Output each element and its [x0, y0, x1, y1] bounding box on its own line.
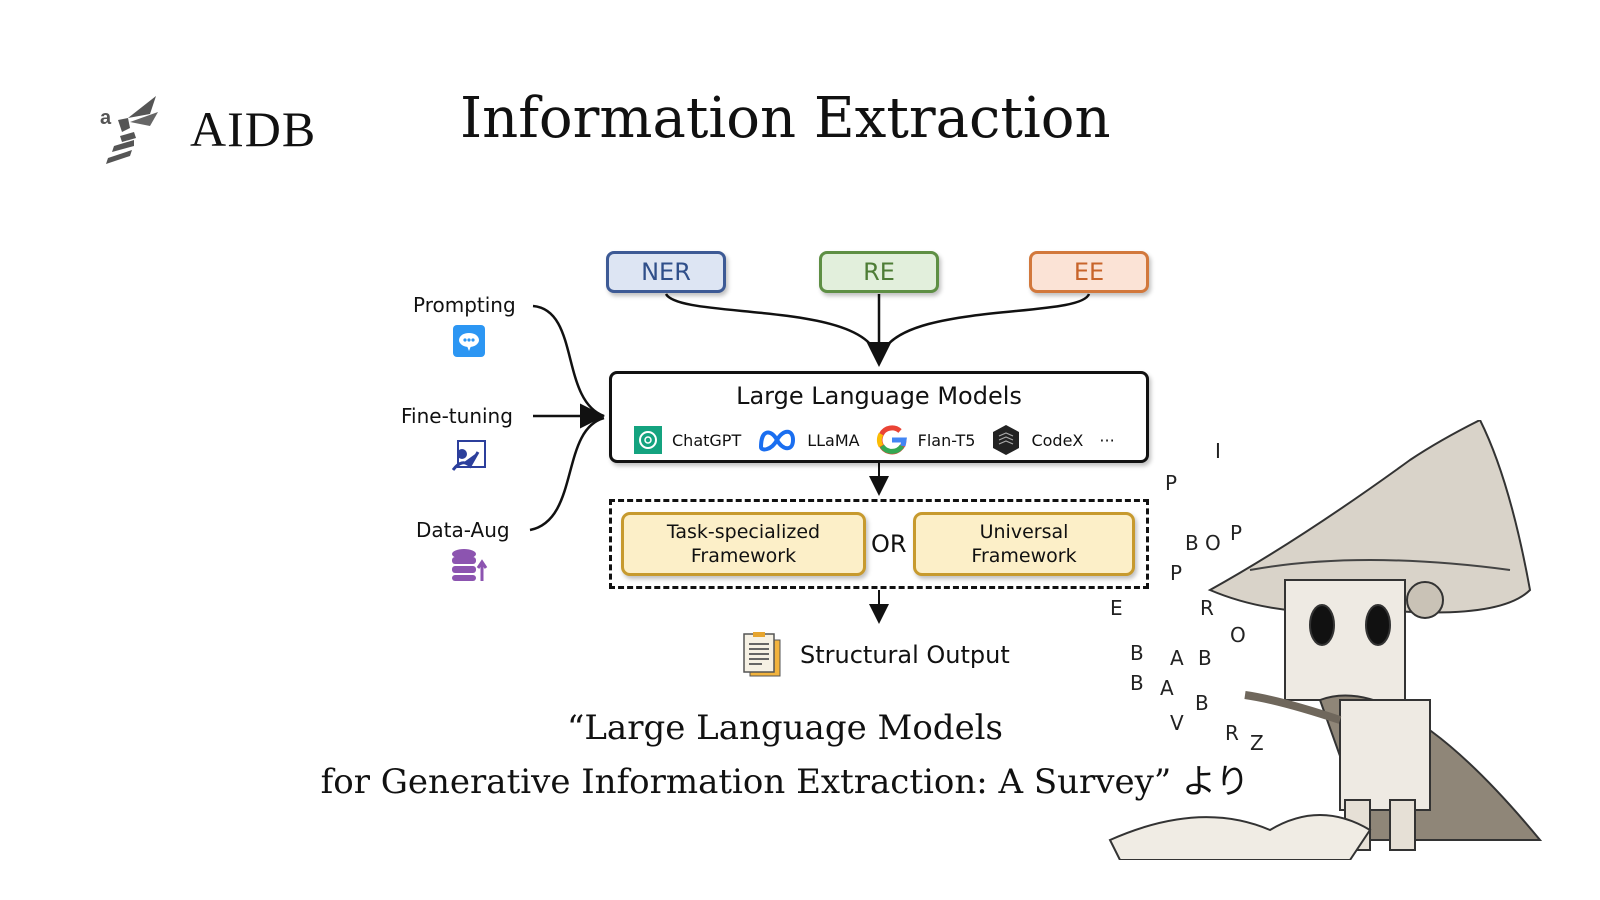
framework-label-line: Task-specialized [666, 521, 821, 543]
or-label: OR [871, 530, 907, 558]
method-data-aug: Data-Aug [416, 518, 510, 542]
database-up-icon [451, 548, 489, 586]
method-finetuning: Fine-tuning [401, 404, 513, 428]
svg-text:B: B [1198, 646, 1212, 670]
task-ner: NER [606, 251, 726, 293]
citation-line-2: for Generative Information Extraction: A… [320, 762, 1250, 802]
svg-text:P: P [1170, 561, 1182, 585]
page-title: Information Extraction [460, 86, 1111, 151]
document-stack-icon [742, 632, 782, 682]
svg-text:Z: Z [1250, 731, 1264, 755]
openai-icon [634, 426, 662, 454]
task-re: RE [819, 251, 939, 293]
llm-title: Large Language Models [736, 382, 1022, 410]
framework-group [609, 499, 1149, 589]
google-icon [876, 425, 907, 455]
svg-text:A: A [1170, 646, 1184, 670]
model-chatgpt: ChatGPT [634, 426, 741, 454]
model-label: LLaMA [807, 430, 860, 450]
brand-logo: a [100, 92, 162, 168]
framework-label-line: Framework [971, 545, 1077, 567]
structural-output-label: Structural Output [800, 641, 1010, 669]
more-models-ellipsis: ··· [1099, 430, 1115, 450]
citation-line-1: “Large Language Models [566, 708, 1004, 748]
model-llama: LLaMA [757, 427, 860, 453]
svg-text:A: A [1160, 676, 1174, 700]
model-label: ChatGPT [672, 430, 742, 450]
teacher-board-icon [451, 440, 486, 476]
svg-text:R: R [1200, 596, 1214, 620]
model-label: CodeX [1031, 430, 1084, 450]
framework-label-line: Universal [979, 521, 1069, 543]
svg-text:I: I [1215, 439, 1221, 463]
method-prompting: Prompting [413, 293, 516, 317]
model-label: Flan-T5 [917, 430, 976, 450]
ner-connector [664, 293, 880, 361]
svg-text:B: B [1130, 671, 1144, 695]
prompting-connector [532, 304, 605, 418]
svg-text:P: P [1230, 521, 1242, 545]
svg-text:a: a [100, 107, 112, 129]
brand-name: AIDB [190, 101, 317, 157]
framework-label-line: Framework [690, 545, 797, 567]
svg-text:E: E [1110, 596, 1123, 620]
chat-bubble-icon [453, 325, 485, 361]
svg-text:B: B [1185, 531, 1199, 555]
ee-connector [878, 293, 1091, 361]
bee-logo-icon: a [100, 96, 158, 164]
dataaug-connector [529, 416, 605, 532]
svg-text:O: O [1230, 623, 1246, 647]
task-ee: EE [1029, 251, 1149, 293]
llm-box: Large Language Models ChatGPT LLaMA Flan… [609, 371, 1149, 463]
svg-text:P: P [1165, 471, 1177, 495]
svg-text:B: B [1130, 641, 1144, 665]
svg-text:B: B [1195, 691, 1209, 715]
model-codex: CodeX [991, 424, 1083, 456]
svg-text:V: V [1170, 711, 1184, 735]
svg-text:O: O [1205, 531, 1221, 555]
model-flan-t5: Flan-T5 [876, 424, 976, 456]
meta-icon [759, 429, 796, 452]
svg-text:R: R [1225, 721, 1239, 745]
codex-icon [993, 425, 1020, 455]
